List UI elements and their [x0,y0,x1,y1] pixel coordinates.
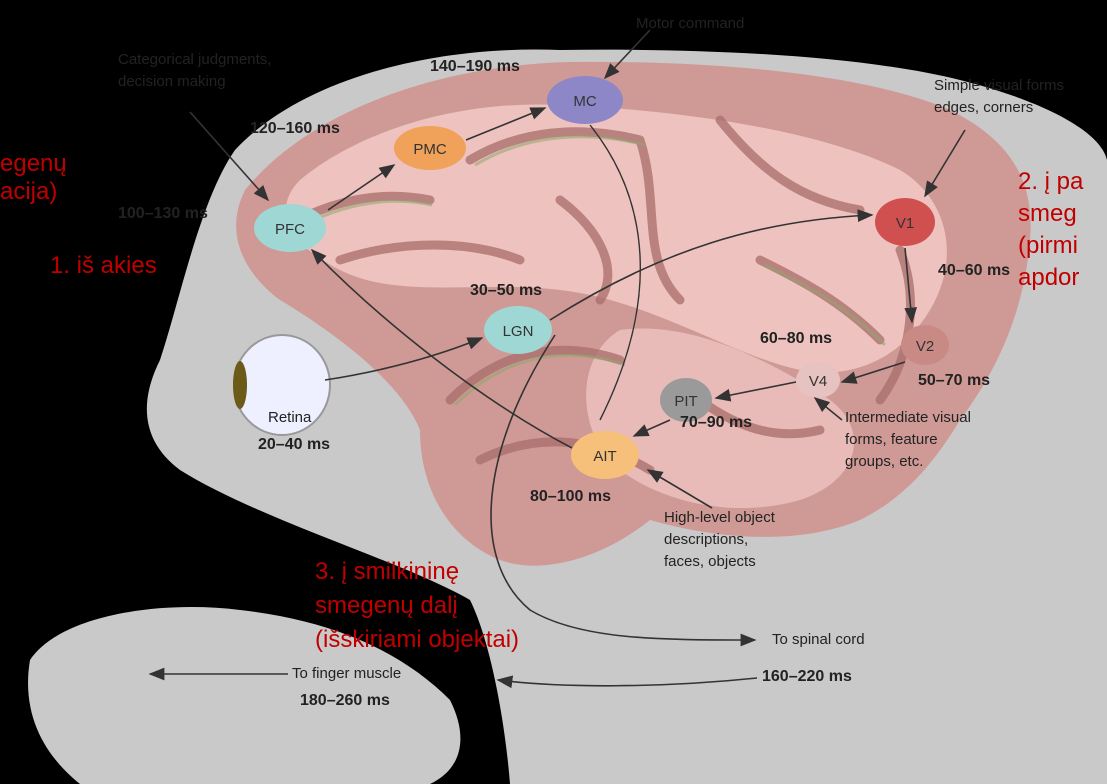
label-to-finger: To finger muscle [292,664,401,684]
timing-pit: 70–90 ms [680,414,752,432]
step-temporal-line2: smegenų dalį [315,592,458,620]
label-highlevel-1: High-level object [664,508,775,528]
label-to-spinal: To spinal cord [772,630,865,650]
timing-v1: 40–60 ms [938,262,1010,280]
step-brain-line2: acija) [0,178,57,206]
step-temporal-line3: (išskiriami objektai) [315,626,519,654]
label-categorical-2: decision making [118,72,226,92]
svg-text:V4: V4 [809,373,827,390]
timing-spinal: 160–220 ms [762,668,852,686]
step-parietal-line1: 2. į pa [1018,168,1083,196]
svg-text:MC: MC [573,93,596,110]
timing-v4: 60–80 ms [760,330,832,348]
step-eye: 1. iš akies [50,252,157,280]
svg-text:V2: V2 [916,338,934,355]
svg-text:PFC: PFC [275,221,305,238]
label-retina: Retina [268,408,311,428]
timing-v2: 50–70 ms [918,372,990,390]
node-mc: MC [547,76,623,124]
timing-retina: 20–40 ms [258,436,330,454]
node-ait: AIT [571,431,639,479]
step-parietal-line4: apdor [1018,264,1079,292]
timing-finger: 180–260 ms [300,692,390,710]
label-intermediate-1: Intermediate visual [845,408,971,428]
label-intermediate-2: forms, feature [845,430,938,450]
step-temporal-line1: 3. į smilkininę [315,558,459,586]
label-categorical-1: Categorical judgments, [118,50,271,70]
svg-text:PMC: PMC [413,141,447,158]
step-parietal-line2: smeg [1018,200,1077,228]
node-v2: V2 [901,325,949,365]
step-parietal-line3: (pirmi [1018,232,1078,260]
node-lgn: LGN [484,306,552,354]
node-v4: V4 [796,362,840,398]
label-intermediate-3: groups, etc. [845,452,923,472]
timing-ait: 80–100 ms [530,488,611,506]
label-motor-command: Motor command [636,14,744,34]
svg-text:LGN: LGN [503,323,534,340]
label-highlevel-2: descriptions, [664,530,748,550]
svg-text:V1: V1 [896,215,914,232]
node-pfc: PFC [254,204,326,252]
timing-lgn: 30–50 ms [470,282,542,300]
svg-text:PIT: PIT [674,393,697,410]
timing-pfc: 100–130 ms [118,205,208,223]
node-v1: V1 [875,198,935,246]
svg-text:AIT: AIT [593,448,616,465]
step-brain-line1: egenų [0,150,67,178]
label-highlevel-3: faces, objects [664,552,756,572]
node-pmc: PMC [394,126,466,170]
timing-pmc: 120–160 ms [250,120,340,138]
pupil [233,361,247,409]
label-simple-1: Simple visual forms [934,76,1064,96]
timing-mc: 140–190 ms [430,58,520,76]
label-simple-2: edges, corners [934,98,1033,118]
